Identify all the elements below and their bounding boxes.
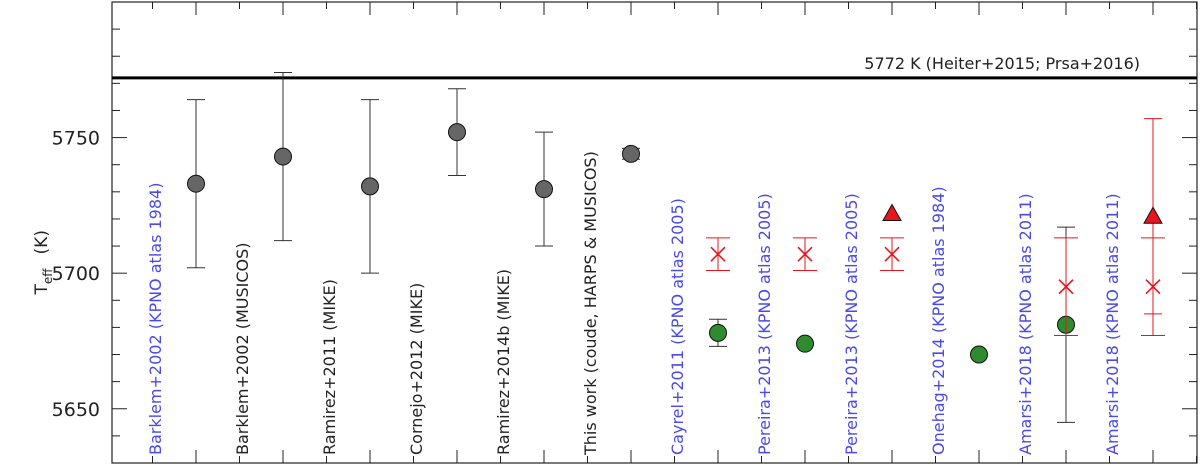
data-point-circle [361, 177, 379, 196]
data-point-circle [448, 123, 466, 142]
data-point-circle [274, 147, 292, 166]
study-label: This work (coude, HARPS & MUSICOS) [581, 151, 600, 456]
y-tick-label: 5750 [52, 128, 100, 150]
cross-stroke [710, 246, 726, 262]
data-point-circle [970, 345, 988, 364]
study-label: Ramirez+2011 (MIKE) [320, 279, 339, 455]
data-point-cross [1058, 279, 1074, 295]
y-axis-label-sub: eff [41, 268, 55, 284]
data-point-circle [535, 180, 553, 199]
study-label: Cayrel+2011 (KPNO atlas 2005) [668, 198, 687, 455]
data-marks [187, 72, 1165, 423]
data-point-circle [796, 334, 814, 353]
cross-stroke [1058, 279, 1074, 295]
data-point-cross [884, 246, 900, 262]
reference-line-group: 5772 K (Heiter+2015; Prsa+2016) [112, 54, 1197, 80]
data-point-circle [709, 323, 727, 342]
data-point-triangle [882, 203, 902, 222]
study-label: Amarsi+2018 (KPNO atlas 2011) [1103, 193, 1122, 455]
study-label: Pereira+2013 (KPNO atlas 2005) [755, 193, 774, 455]
study-label: Barklem+2002 (KPNO atlas 1984) [146, 183, 165, 455]
y-tick-label: 5650 [52, 399, 100, 421]
data-point-circle [187, 174, 205, 193]
data-point-circle [622, 144, 640, 163]
y-tick-labels: 5650 5700 5750 [52, 128, 100, 421]
axis-ticks [112, 1, 1197, 464]
study-label: Ramirez+2014b (MIKE) [494, 269, 513, 455]
reference-line-label: 5772 K (Heiter+2015; Prsa+2016) [864, 54, 1140, 73]
y-axis-label: Teff (K) [32, 230, 55, 295]
study-labels: Barklem+2002 (KPNO atlas 1984) Barklem+20… [146, 151, 1122, 456]
plot-frame [111, 1, 1198, 464]
data-point-cross [797, 246, 813, 262]
data-point-cross [710, 246, 726, 262]
y-axis-label-main: T [32, 284, 52, 296]
study-label: Barklem+2002 (MUSICOS) [233, 242, 252, 455]
y-axis-label-unit: (K) [32, 230, 52, 254]
study-label: Cornejo+2012 (MIKE) [407, 283, 426, 455]
study-label: Onehag+2014 (KPNO atlas 1984) [929, 186, 948, 455]
study-label: Amarsi+2018 (KPNO atlas 2011) [1016, 193, 1035, 455]
data-point-triangle [1143, 206, 1163, 224]
cross-stroke [884, 246, 900, 262]
cross-stroke [797, 246, 813, 262]
study-label: Pereira+2013 (KPNO atlas 2005) [842, 193, 861, 455]
y-tick-label: 5700 [52, 263, 100, 285]
